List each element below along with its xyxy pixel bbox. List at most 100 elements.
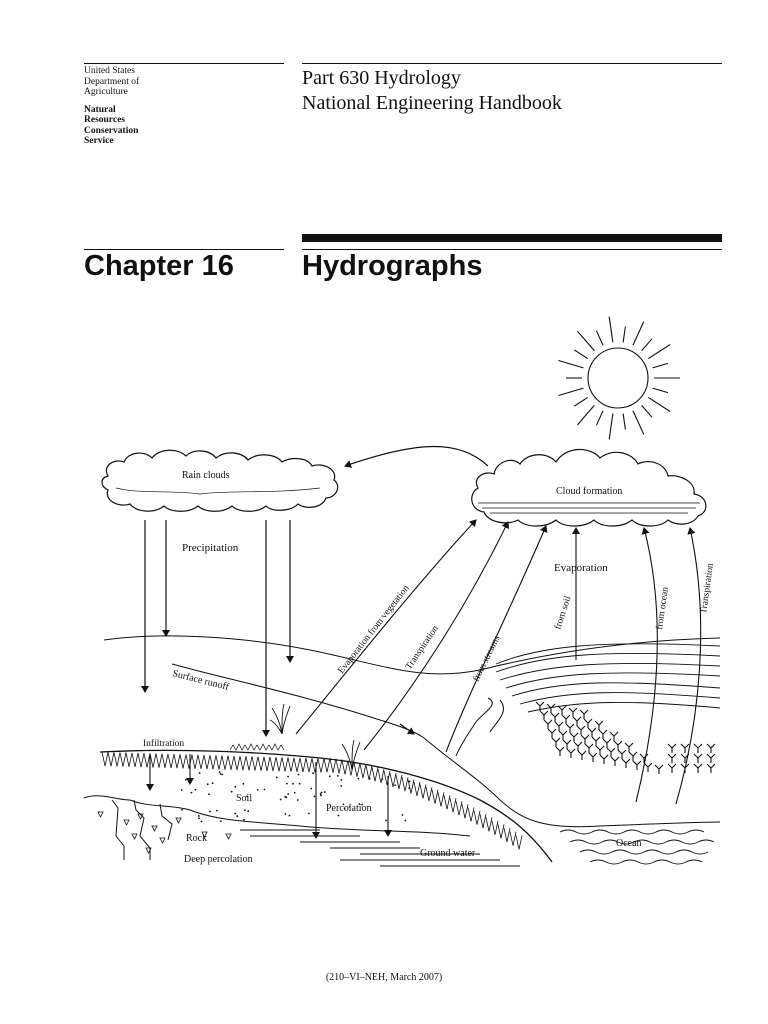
service-line: Conservation <box>84 125 139 136</box>
tree-icon <box>594 720 604 730</box>
soil-dot <box>288 814 291 817</box>
service-line: Service <box>84 136 114 146</box>
soil-dot <box>385 819 387 822</box>
tree-icon <box>621 758 631 768</box>
soil-dot <box>361 803 364 806</box>
rock-fragments <box>97 811 232 854</box>
tree-icon <box>595 745 605 755</box>
sun-ray <box>608 413 614 440</box>
sun-ray <box>576 404 595 426</box>
soil-dot <box>243 818 245 821</box>
soil-dot <box>286 782 288 785</box>
infiltration-arrows <box>146 754 392 839</box>
tree-icon <box>624 742 634 752</box>
rain-cloud-icon <box>101 449 339 512</box>
tree-icon <box>706 753 716 763</box>
tree-icon <box>606 747 616 757</box>
soil-dot <box>401 814 404 816</box>
tree-icon <box>587 727 597 737</box>
part-line: Part 630 Hydrology <box>302 67 461 89</box>
evaporation-arrows <box>295 519 702 805</box>
tree-icon <box>539 710 549 720</box>
soil-dot <box>308 812 310 815</box>
soil-dot <box>215 809 218 812</box>
soil-dot <box>381 778 384 781</box>
sun-ray <box>573 397 589 407</box>
label-transpiration: Transpiration <box>404 624 441 672</box>
soil-dot <box>296 799 299 801</box>
rock-fragment <box>131 833 138 840</box>
formation-cloud-icon <box>471 448 707 527</box>
soil-dot <box>194 788 197 791</box>
soil-dot <box>340 778 343 781</box>
sun-ray <box>641 404 653 418</box>
chapter-rule-right <box>302 249 722 250</box>
tree-icon <box>546 703 556 713</box>
tree-icon <box>632 760 642 770</box>
sun-ray <box>558 387 584 396</box>
sun-ray <box>632 410 645 435</box>
handbook-title: Part 630 Hydrology National Engineering … <box>302 66 562 116</box>
sun-ray <box>608 316 614 343</box>
label-percolation: Percolation <box>326 803 372 814</box>
tree-icon <box>562 739 572 749</box>
soil-dot <box>292 782 294 785</box>
tree-icon <box>667 763 677 773</box>
tree-icon <box>639 753 649 763</box>
soil-dot <box>206 783 209 786</box>
label-ground-water: Ground water <box>420 848 476 859</box>
tree-icon <box>584 743 594 753</box>
soil-dot <box>357 777 360 780</box>
ground-surface-line <box>99 749 553 863</box>
sun-ray <box>647 397 671 412</box>
cloud-transport-arrow <box>344 446 489 468</box>
soil-dot <box>297 773 300 776</box>
tree-icon <box>693 743 703 753</box>
tree-icon <box>543 719 553 729</box>
tree-icon <box>617 749 627 759</box>
tree-icon <box>573 741 583 751</box>
soil-dot <box>236 815 239 818</box>
soil-dot <box>211 782 214 785</box>
tree-icon <box>577 750 587 760</box>
page-footer: (210–VI–NEH, March 2007) <box>325 972 443 983</box>
soil-dot <box>312 772 314 775</box>
tree-icon <box>599 754 609 764</box>
soil-dot <box>310 787 313 790</box>
label-cloud-formation: Cloud formation <box>556 486 622 497</box>
rock-fragment <box>97 811 104 818</box>
tree-icon <box>550 712 560 722</box>
grass-line <box>229 743 285 751</box>
soil-dot <box>234 785 237 788</box>
soil-dot <box>263 788 266 791</box>
soil-dot <box>198 817 201 820</box>
soil-dot <box>247 810 250 812</box>
service-line: Resources <box>84 115 125 125</box>
sun-ray <box>641 338 653 352</box>
label-transpiration-right: Transpiration <box>699 562 716 614</box>
sun-icon <box>558 316 680 440</box>
soil-dot <box>275 776 278 779</box>
tree-icon <box>693 763 703 773</box>
sun-ray <box>647 344 671 359</box>
soil-dot <box>298 782 301 785</box>
tree-icon <box>535 701 545 711</box>
label-deep-percolation: Deep percolation <box>184 854 253 865</box>
rock-fragment <box>225 833 232 840</box>
rock-fragment <box>123 819 130 826</box>
soil-dot <box>319 793 322 795</box>
tree-icon <box>609 731 619 741</box>
soil-dot <box>320 791 323 794</box>
rock-fragment <box>201 831 208 838</box>
tree-icon <box>554 721 564 731</box>
tree-icon <box>643 762 653 772</box>
rock-fragment <box>175 817 182 824</box>
tree-icon <box>591 736 601 746</box>
agency-line: Department of <box>84 76 140 87</box>
ground-water-lines <box>240 829 520 867</box>
soil-dot <box>394 784 397 787</box>
label-from-streams: from streams <box>471 633 503 683</box>
soil-dot <box>234 812 237 815</box>
soil-dot <box>336 774 339 777</box>
chapter-title: Hydrographs <box>302 250 483 282</box>
